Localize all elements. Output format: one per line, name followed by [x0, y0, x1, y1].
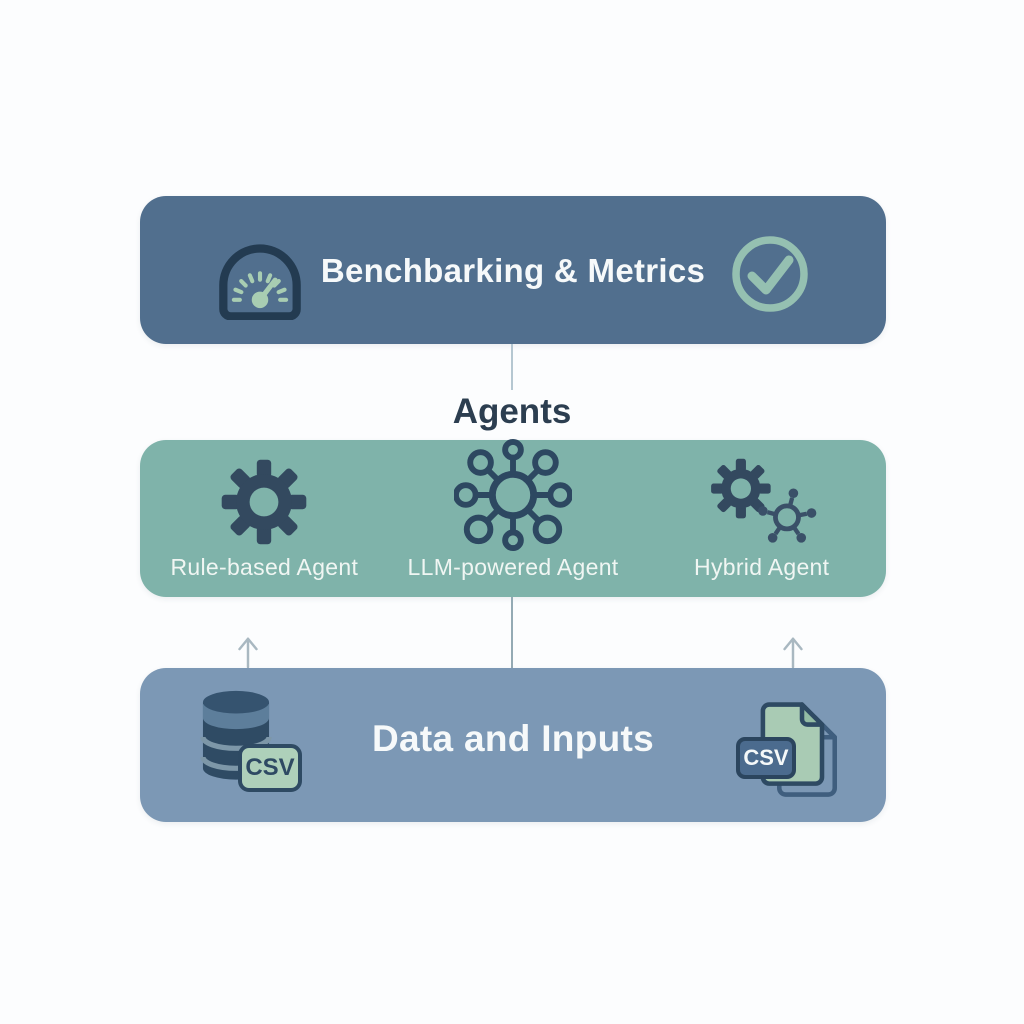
benchmarking-title: Benchbarking & Metrics	[320, 252, 706, 289]
agent-label-llm-powered: LLM-powered Agent	[407, 554, 619, 580]
agent-item-hybrid: Hybrid Agent	[637, 440, 886, 597]
data-inputs-title: Data and Inputs	[371, 718, 655, 759]
agent-item-llm-powered: LLM-powered Agent	[389, 438, 638, 597]
up-arrow-right-icon	[783, 637, 803, 668]
connector-line-top	[511, 344, 513, 390]
speedometer-icon	[219, 244, 301, 320]
agent-item-rule-based: Rule-based Agent	[140, 440, 389, 597]
agent-label-hybrid: Hybrid Agent	[694, 554, 830, 580]
agent-label-rule-based: Rule-based Agent	[170, 554, 359, 580]
csv-badge-file: CSV	[736, 737, 796, 779]
connector-line-middle	[511, 597, 513, 668]
gear-network-icon	[710, 458, 817, 543]
network-hub-icon	[454, 438, 572, 552]
benchmarking-band: Benchbarking & Metrics	[140, 196, 886, 344]
agents-band: Rule-based Agent	[140, 438, 886, 597]
gear-icon	[222, 459, 307, 545]
up-arrow-left-icon	[238, 637, 258, 668]
agents-heading: Agents	[452, 392, 572, 431]
csv-badge-database: CSV	[238, 744, 302, 792]
check-circle-icon	[732, 236, 808, 312]
